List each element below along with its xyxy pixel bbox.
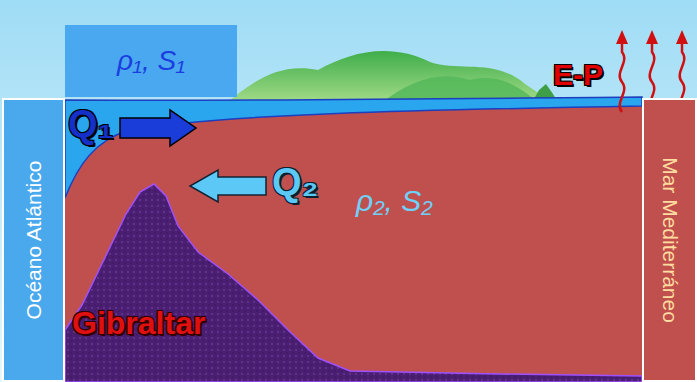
sea-panel: Mar Mediterráneo: [642, 98, 697, 382]
layer-property: ρ₂, S₂: [356, 184, 433, 217]
node-text: Mar Mediterráneo: [658, 157, 681, 323]
flux-label: E-P: [553, 58, 603, 91]
node-text: Océano Atlántico: [22, 161, 45, 320]
flow-label: Q₂: [272, 162, 318, 204]
outflow-arrow: [190, 170, 266, 202]
ocean-panel: Océano Atlántico: [2, 98, 65, 382]
place-name: Gibraltar: [72, 306, 205, 341]
gibraltar-sill: [65, 184, 642, 382]
atlantic-layer: [65, 97, 642, 198]
mediterranean-water: [65, 100, 642, 382]
inflow-arrow: [120, 110, 196, 146]
upper-layer-box: ρ₁, S₁: [65, 25, 237, 97]
evaporation-arrowheads: [616, 30, 688, 44]
flow-label: Q₁: [68, 104, 113, 146]
node-text: ρ₁, S₁: [117, 46, 185, 77]
hills: [225, 51, 555, 104]
